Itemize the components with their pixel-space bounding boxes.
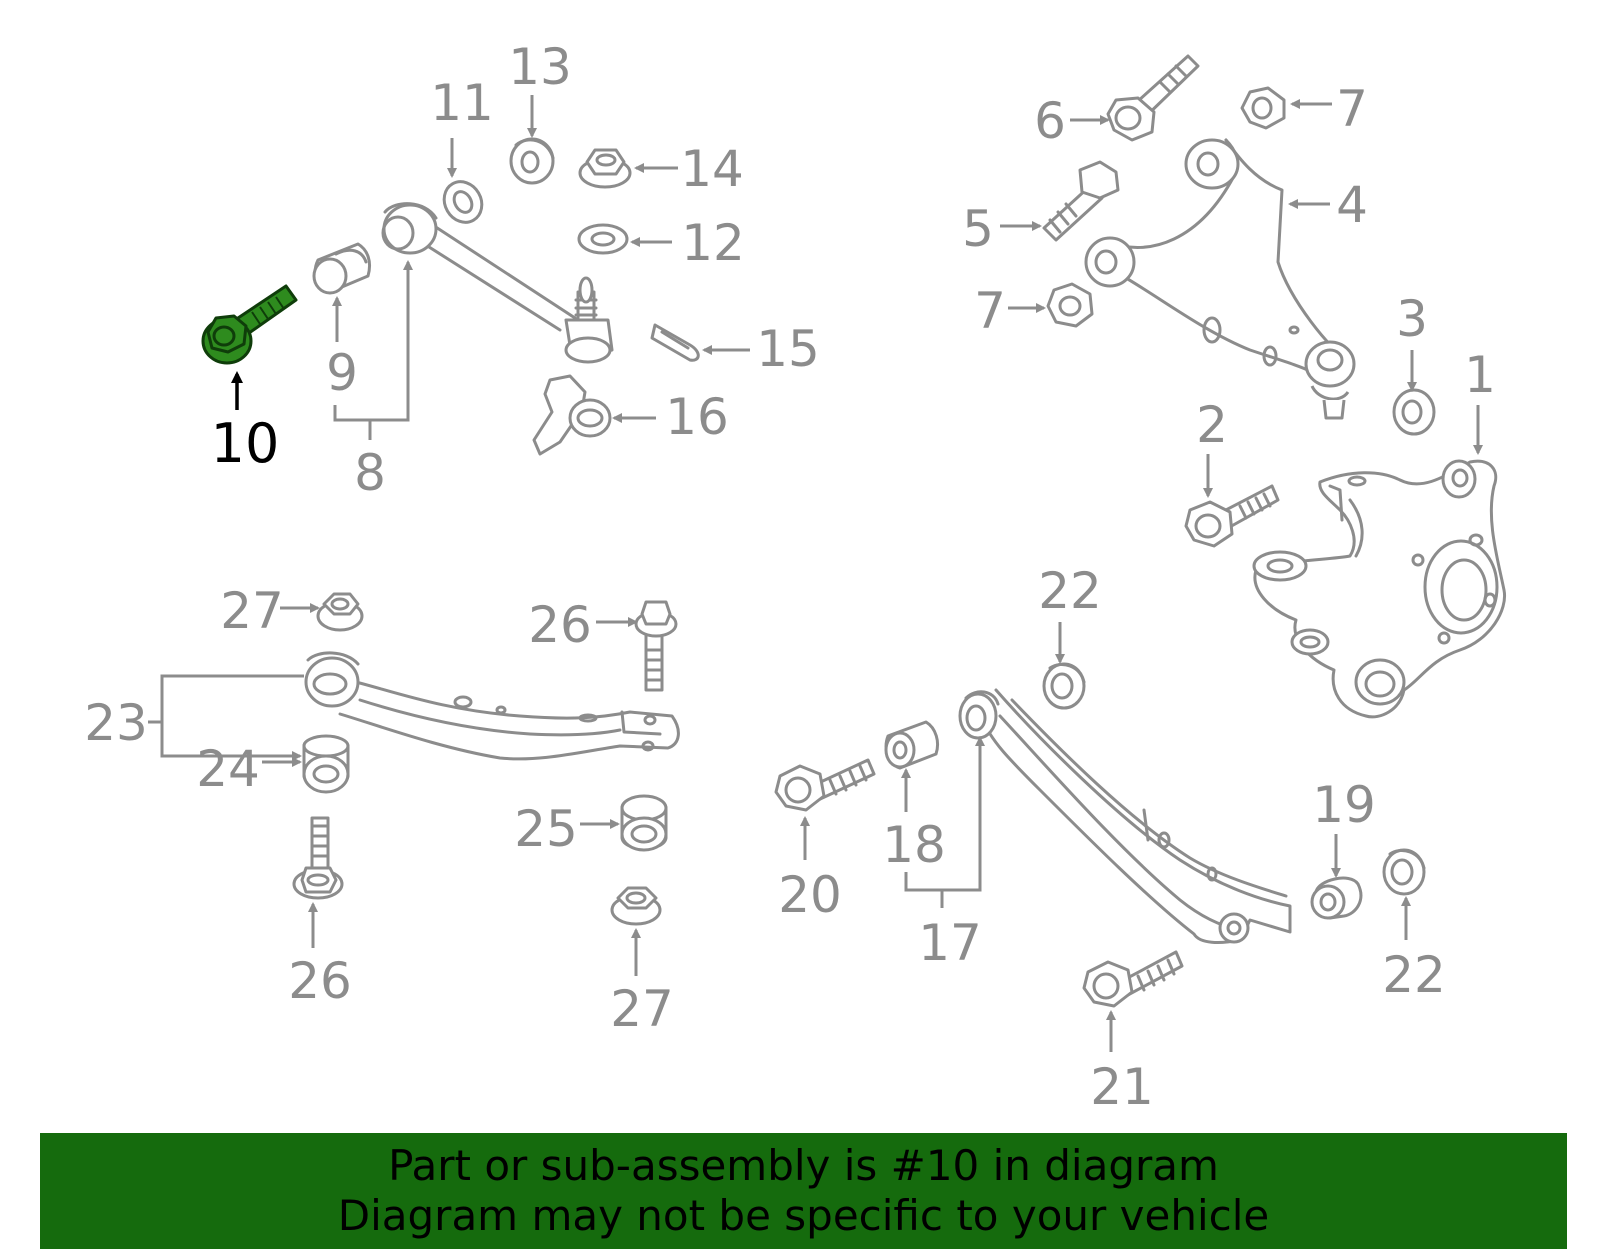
- callout-20: 20: [778, 816, 842, 924]
- callout-10: 10: [211, 371, 280, 475]
- part-15-cotter-pin[interactable]: [650, 323, 700, 362]
- callout-16: 16: [612, 388, 729, 446]
- callout-5: 5: [962, 200, 1042, 258]
- part-12-washer[interactable]: [577, 223, 629, 255]
- svg-text:6: 6: [1034, 92, 1066, 150]
- callout-2: 2: [1196, 396, 1228, 498]
- callout-14: 14: [634, 140, 744, 198]
- svg-text:7: 7: [974, 282, 1006, 340]
- callout-15: 15: [702, 320, 820, 378]
- svg-text:5: 5: [962, 200, 994, 258]
- svg-text:13: 13: [508, 38, 572, 96]
- svg-text:3: 3: [1396, 290, 1428, 348]
- part-18-bushing[interactable]: [884, 720, 940, 770]
- part-8-upper-link[interactable]: [381, 202, 614, 364]
- part-11-washer[interactable]: [437, 175, 489, 229]
- svg-text:25: 25: [514, 800, 578, 858]
- svg-text:19: 19: [1312, 776, 1376, 834]
- svg-text:15: 15: [756, 320, 820, 378]
- callout-8: 8: [333, 260, 413, 502]
- part-26-bolt-lower[interactable]: [292, 816, 344, 900]
- part-16-bracket[interactable]: [532, 374, 612, 456]
- part-1-knuckle[interactable]: [1252, 459, 1507, 719]
- svg-text:9: 9: [326, 344, 358, 402]
- part-23-lower-arm[interactable]: [304, 651, 680, 761]
- callout-18: 18: [882, 768, 946, 874]
- part-27-nut-lower[interactable]: [610, 886, 662, 926]
- callout-23: 23: [84, 674, 304, 761]
- svg-text:26: 26: [288, 952, 352, 1010]
- banner-line-disclaimer: Diagram may not be specific to your vehi…: [337, 1191, 1270, 1240]
- svg-text:16: 16: [665, 388, 729, 446]
- svg-text:8: 8: [354, 444, 386, 502]
- part-3-bushing[interactable]: [1392, 388, 1436, 436]
- callout-12: 12: [630, 214, 745, 272]
- svg-text:2: 2: [1196, 396, 1228, 454]
- callout-26-upper: 26: [528, 596, 638, 654]
- callout-26-lower: 26: [288, 902, 352, 1010]
- callout-19: 19: [1312, 776, 1376, 878]
- svg-text:12: 12: [681, 214, 745, 272]
- part-14-nut[interactable]: [578, 148, 632, 189]
- part-2-bolt[interactable]: [1184, 484, 1280, 548]
- info-banner: Part or sub-assembly is #10 in diagram D…: [40, 1133, 1567, 1249]
- callout-17: 17: [904, 736, 985, 972]
- svg-text:22: 22: [1038, 562, 1102, 620]
- callout-27-upper: 27: [220, 582, 320, 640]
- svg-text:23: 23: [84, 694, 148, 752]
- svg-text:17: 17: [918, 914, 982, 972]
- part-26-bolt-upper[interactable]: [634, 600, 678, 692]
- part-25-bushing[interactable]: [620, 794, 668, 852]
- svg-text:26: 26: [528, 596, 592, 654]
- banner-line-part: Part or sub-assembly is #10 in diagram: [388, 1141, 1219, 1190]
- svg-text:1: 1: [1464, 346, 1496, 404]
- callout-1: 1: [1464, 346, 1496, 455]
- svg-text:24: 24: [196, 740, 260, 798]
- part-27-nut-upper[interactable]: [316, 592, 364, 632]
- part-22-bushing-lower[interactable]: [1382, 848, 1426, 896]
- svg-text:20: 20: [778, 866, 842, 924]
- callout-4: 4: [1288, 176, 1368, 234]
- svg-text:27: 27: [610, 980, 674, 1038]
- part-6-bolt[interactable]: [1106, 54, 1200, 142]
- callout-25: 25: [514, 800, 620, 858]
- part-21-bolt[interactable]: [1082, 950, 1184, 1008]
- callout-7-upper: 7: [1290, 80, 1368, 138]
- callout-22-lower: 22: [1382, 896, 1446, 1004]
- callout-22-upper: 22: [1038, 562, 1102, 664]
- svg-text:7: 7: [1336, 80, 1368, 138]
- part-19-bushing[interactable]: [1310, 876, 1363, 920]
- svg-text:14: 14: [680, 140, 744, 198]
- svg-text:22: 22: [1382, 946, 1446, 1004]
- part-7-nut-upper[interactable]: [1240, 86, 1286, 130]
- svg-text:18: 18: [882, 816, 946, 874]
- part-4-control-arm[interactable]: [1084, 138, 1356, 420]
- callout-13: 13: [508, 38, 572, 138]
- callout-27-lower: 27: [610, 928, 674, 1038]
- callout-9: 9: [326, 296, 358, 402]
- part-9-bushing[interactable]: [312, 242, 372, 295]
- svg-text:4: 4: [1336, 176, 1368, 234]
- callout-6: 6: [1034, 92, 1110, 150]
- svg-text:21: 21: [1090, 1058, 1154, 1116]
- svg-text:27: 27: [220, 582, 284, 640]
- part-7-nut-lower[interactable]: [1046, 282, 1094, 328]
- part-22-bushing-upper[interactable]: [1042, 662, 1086, 710]
- part-5-bolt[interactable]: [1042, 160, 1120, 242]
- callout-11: 11: [430, 74, 494, 178]
- part-17-trailing-arm[interactable]: [958, 688, 1292, 944]
- callout-3: 3: [1396, 290, 1428, 392]
- part-24-bushing[interactable]: [302, 734, 350, 794]
- part-13-washer[interactable]: [509, 137, 555, 185]
- part-20-bolt[interactable]: [774, 758, 876, 812]
- callout-24: 24: [196, 740, 302, 798]
- part-10-bolt[interactable]: [201, 284, 298, 365]
- callout-21: 21: [1090, 1010, 1154, 1116]
- callout-7-lower: 7: [974, 282, 1046, 340]
- svg-text:11: 11: [430, 74, 494, 132]
- svg-text:10: 10: [211, 412, 280, 475]
